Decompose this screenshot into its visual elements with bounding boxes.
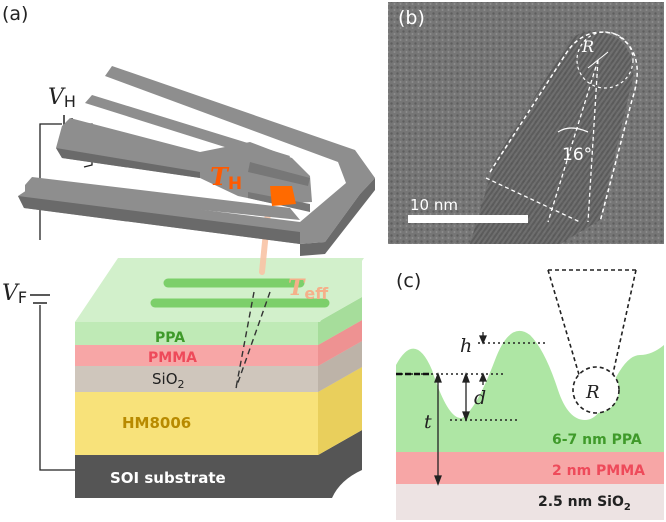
panel-a: (a) VH VF <box>2 3 375 498</box>
tip-radius-label: R <box>581 37 594 56</box>
cantilever-heater-body <box>56 118 312 204</box>
tip-radius-circle <box>576 31 634 89</box>
angle-arc <box>557 127 589 133</box>
heater-icon <box>270 186 296 206</box>
reference-lines <box>396 342 545 421</box>
tip-radius-symbol: R <box>585 382 600 403</box>
scale-bar <box>408 215 528 223</box>
panel-c-label: (c) <box>396 270 421 292</box>
field-voltage-label: VF <box>2 281 27 307</box>
panel-b-label: (b) <box>398 7 425 29</box>
soi-substrate-layer <box>75 430 362 498</box>
effective-temp-label: Teff <box>288 275 329 303</box>
panel-a-label: (a) <box>2 3 28 25</box>
ppa-thickness-label: 6-7 nm PPA <box>552 432 642 448</box>
tem-tip <box>470 31 634 244</box>
panel-c: (c) R <box>396 269 664 520</box>
scale-bar-label: 10 nm <box>410 196 458 214</box>
afm-tip-apex <box>572 366 620 414</box>
hm8006-layer <box>75 367 362 455</box>
sio2-band <box>396 484 664 520</box>
cone-angle-label: 16° <box>562 145 592 165</box>
cantilever-lower-arm <box>25 177 300 220</box>
pmma-label: PMMA <box>148 350 197 366</box>
t-symbol: t <box>424 411 432 433</box>
pmma-thickness-label: 2 nm PMMA <box>552 463 645 479</box>
soi-substrate-label: SOI substrate <box>110 469 226 487</box>
cantilever <box>18 66 375 256</box>
afm-tip-outline <box>547 269 637 379</box>
ppa-label: PPA <box>155 330 185 346</box>
ppa-layer <box>75 297 362 345</box>
h-symbol: h <box>460 335 472 357</box>
ppa-topography <box>396 330 664 452</box>
panel-b: R 16° 10 nm (b) <box>388 2 664 244</box>
heater-temp-label: TH <box>210 162 242 194</box>
layer-stack: PPA PMMA SiO2 HM8006 SOI substrate <box>75 258 364 498</box>
field-lines <box>235 291 271 389</box>
heater-voltage-label: VH <box>48 85 76 111</box>
field-battery-icon <box>30 294 50 304</box>
sio2-label: SiO2 <box>152 370 185 391</box>
pmma-layer <box>75 320 362 366</box>
hm8006-label: HM8006 <box>122 414 191 432</box>
sio2-thickness-label: 2.5 nm SiO2 <box>538 494 631 513</box>
cone-angle-lines <box>485 59 599 223</box>
sio2-layer <box>75 341 362 392</box>
d-symbol: d <box>474 387 486 409</box>
dimension-arrows <box>434 332 487 486</box>
tip-outline <box>489 31 638 223</box>
